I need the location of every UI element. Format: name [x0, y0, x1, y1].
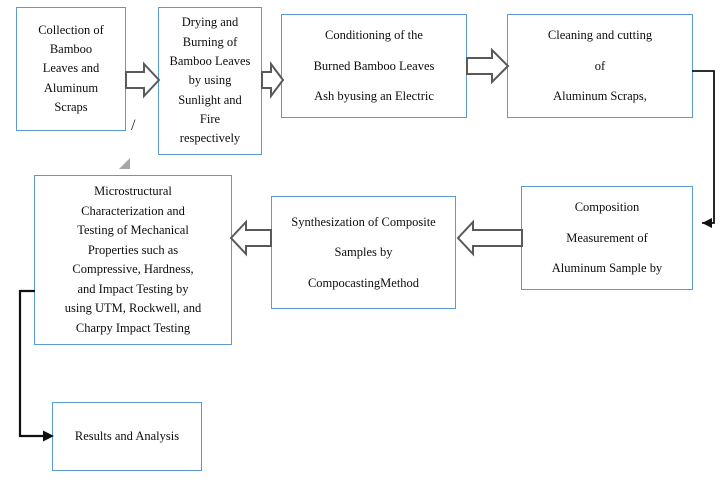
node-text-line: Properties such as: [87, 242, 179, 257]
node-text-line: Aluminum Scraps,: [553, 89, 647, 104]
node-text-line: Microstructural: [94, 184, 172, 198]
arrow-composition-to-synthesization: [456, 219, 523, 257]
node-text-line: Synthesization of Composite: [291, 214, 436, 229]
arrow-synthesization-to-microstructural: [229, 219, 272, 257]
node-text-line: by using: [188, 73, 232, 88]
arrow-conditioning-to-cleaning: [466, 47, 510, 85]
flow-node-composition-measurement[interactable]: Composition Measurement of Aluminum Samp…: [521, 186, 693, 290]
stray-slash-mark: /: [131, 117, 136, 134]
node-text-line: using UTM, Rockwell, and: [64, 301, 202, 315]
flow-node-microstructural-testing[interactable]: Microstructural Characterization and Tes…: [34, 175, 232, 345]
connector-cleaning-to-composition: [690, 60, 727, 250]
node-text-line: Fire: [199, 112, 221, 127]
node-text-line: Measurement of: [566, 230, 648, 245]
flow-node-drying-burning[interactable]: Drying and Burning of Bamboo Leaves by u…: [158, 7, 262, 155]
arrow-collection-to-drying: [125, 61, 161, 99]
node-text-line: Characterization and: [81, 203, 185, 218]
node-text-line: Scraps: [54, 100, 88, 115]
flow-node-results-analysis[interactable]: Results and Analysis: [52, 402, 202, 471]
node-text-line: Charpy Impact Testing: [75, 320, 191, 335]
flow-node-synthesization[interactable]: Synthesization of Composite Samples by C…: [271, 196, 456, 309]
node-text-line: respectively: [179, 131, 241, 146]
node-text-line: Drying and: [181, 15, 239, 30]
flow-node-cleaning-cutting[interactable]: Cleaning and cutting of Aluminum Scraps,: [507, 14, 693, 118]
node-text-line: Ash byusing an Electric: [314, 89, 434, 104]
node-text-line: Results and Analysis: [74, 429, 180, 444]
stray-triangle-mark: [119, 157, 131, 169]
node-text-line: Aluminum Sample by: [551, 261, 663, 276]
node-text-line: Leaves and: [42, 61, 100, 76]
node-text-line: Burned Bamboo Leaves: [313, 58, 435, 73]
node-text-line: CompocastingMethod: [307, 275, 420, 290]
node-text-line: Bamboo: [49, 41, 93, 56]
node-text-line: Sunlight and: [178, 92, 242, 107]
node-text-line: Conditioning of the: [325, 28, 423, 43]
node-text-line: Compressive, Hardness,: [72, 262, 194, 276]
node-text-line: Samples by: [334, 245, 393, 260]
flow-node-collection[interactable]: Collection of Bamboo Leaves and Aluminum…: [16, 7, 126, 131]
arrow-drying-to-conditioning: [261, 61, 285, 99]
node-text-line: and Impact Testing by: [77, 281, 189, 296]
flow-node-conditioning[interactable]: Conditioning of the Burned Bamboo Leaves…: [281, 14, 467, 118]
node-text-line: Aluminum: [43, 80, 99, 95]
node-text-line: Testing of Mechanical: [77, 223, 189, 237]
node-text-line: Composition: [574, 200, 640, 215]
node-text-line: Cleaning and cutting: [547, 28, 653, 43]
connector-microstructural-to-results: [14, 280, 74, 460]
node-text-line: Burning of: [182, 34, 238, 49]
node-text-line: Bamboo Leaves: [169, 53, 251, 68]
node-text-line: of: [594, 58, 606, 73]
node-text-line: Collection of: [38, 22, 104, 37]
